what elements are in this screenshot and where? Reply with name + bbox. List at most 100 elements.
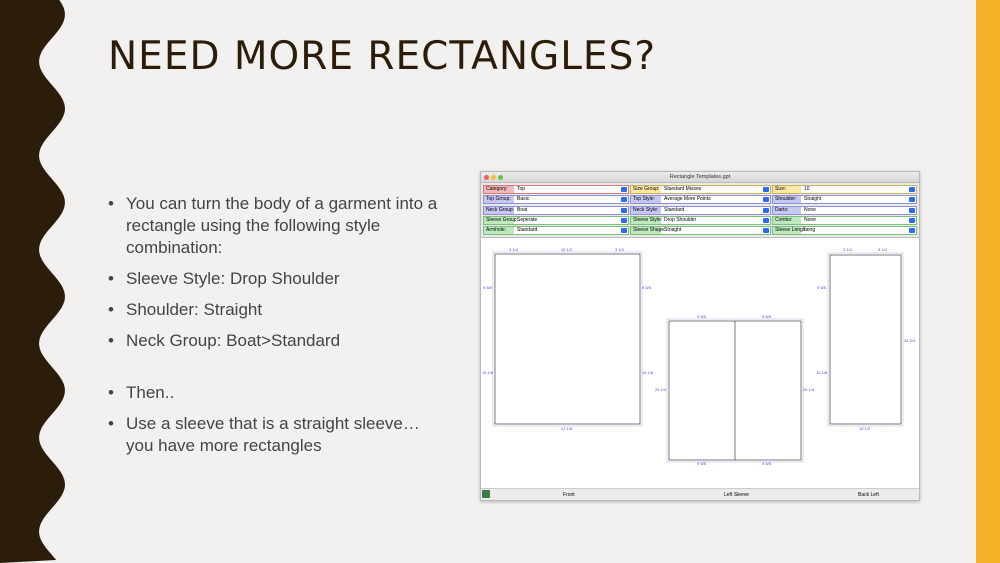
option-value: 10 (804, 186, 810, 192)
dim-label: 9 5/8 (697, 314, 707, 319)
bullet-item: Then.. (108, 382, 448, 404)
dim-label: 10 1/2 (561, 247, 573, 252)
dim-label: 9 5/8 (483, 285, 493, 290)
chevron-updown-icon[interactable] (909, 217, 915, 223)
dim-label: 3 1/4 (843, 247, 853, 252)
option-value: Top (517, 186, 526, 192)
dim-label: 3 1/4 (509, 247, 519, 252)
option-label: Sleeve Style: (631, 216, 663, 224)
dim-label: 15 1/8 (482, 370, 494, 375)
chevron-updown-icon[interactable] (909, 197, 915, 203)
window-titlebar: Rectangle Templates.gpt (481, 172, 919, 183)
dim-label: 3 1/4 (615, 247, 625, 252)
option-label: Shoulder: (773, 196, 801, 204)
option-select[interactable]: Shoulder:Straight (772, 195, 917, 205)
option-select[interactable]: Sleeve Shape:Straight (630, 226, 771, 236)
option-label: Combo: (773, 216, 801, 224)
option-value: Average More Points (664, 196, 711, 203)
option-label: Darts: (773, 206, 801, 214)
dim-label: 9 5/8 (642, 285, 652, 290)
option-value: Boat (517, 206, 528, 213)
option-select[interactable]: Sleeve Style:Drop Shoulder (630, 215, 771, 225)
option-select[interactable]: Top Group:Basic (483, 195, 629, 205)
bullet-item: Shoulder: Straight (108, 299, 448, 321)
option-value: Standard (664, 206, 685, 213)
bullet-item: Use a sleeve that is a straight sleeve… … (108, 413, 448, 457)
chevron-updown-icon[interactable] (763, 228, 769, 234)
chevron-updown-icon[interactable] (621, 197, 627, 203)
chevron-updown-icon[interactable] (621, 228, 627, 234)
option-value: Standard (517, 227, 538, 234)
dim-label: 20 1/4 (803, 387, 815, 392)
status-icon (482, 490, 490, 498)
chevron-updown-icon[interactable] (763, 187, 769, 192)
option-select[interactable]: Neck Group:Boat (483, 205, 629, 215)
pattern-canvas: 3 1/4 10 1/2 3 1/4 9 5/8 9 5/8 15 1/8 15… (482, 247, 916, 466)
option-select[interactable]: Armhole:Standard (483, 226, 629, 236)
sleeve-outline (666, 318, 804, 463)
option-select[interactable]: Sleeve Length:Long (772, 226, 917, 236)
chevron-updown-icon[interactable] (909, 228, 915, 234)
option-value: Straight (804, 196, 822, 203)
option-value: None (804, 216, 816, 223)
option-label: Armhole: (484, 227, 514, 235)
tab-left-sleeve[interactable]: Left Sleeve (724, 492, 750, 498)
chevron-updown-icon[interactable] (909, 187, 915, 192)
close-button[interactable] (484, 174, 489, 180)
tab-back-left[interactable]: Back Left (858, 492, 879, 498)
dim-label: 3 1/4 (878, 247, 888, 252)
bullet-list: You can turn the body of a garment into … (108, 193, 448, 466)
chevron-updown-icon[interactable] (621, 207, 627, 213)
option-label: Top Group: (484, 196, 514, 204)
option-label: Sleeve Shape: (631, 227, 666, 235)
option-select[interactable]: Darts:None (772, 205, 917, 215)
option-value: Long (804, 227, 816, 234)
option-value: Basic (517, 196, 530, 203)
chevron-updown-icon[interactable] (763, 197, 769, 203)
front-piece (494, 253, 641, 425)
option-select[interactable]: Size:10 (772, 185, 917, 194)
back-outline (827, 252, 904, 427)
dim-label: 21 1/8 (561, 426, 573, 431)
slide-title: NEED MORE RECTANGLES? (108, 34, 657, 79)
option-value: None (804, 206, 816, 213)
option-select[interactable]: Top Style:Average More Points (630, 195, 771, 205)
chevron-updown-icon[interactable] (909, 207, 915, 213)
option-value: Seperate (517, 216, 538, 223)
option-label: Category: (484, 186, 514, 193)
dim-label: 15 1/8 (816, 370, 828, 375)
back-piece (829, 254, 902, 425)
dim-label: 15 1/8 (642, 370, 654, 375)
option-label: Neck Group: (484, 206, 515, 214)
chevron-updown-icon[interactable] (621, 217, 627, 223)
dim-label: 9 5/8 (697, 461, 707, 466)
chevron-updown-icon[interactable] (763, 207, 769, 213)
option-value: Straight (664, 227, 682, 234)
option-select[interactable]: Combo:None (772, 215, 917, 225)
option-label: Neck Style: (631, 206, 661, 214)
option-select[interactable]: Category:Top (483, 185, 629, 194)
option-label: Sleeve Length: (773, 227, 809, 235)
bullet-item: Sleeve Style: Drop Shoulder (108, 268, 448, 290)
option-label: Size Group: (631, 186, 661, 193)
option-value: Drop Shoulder (664, 216, 697, 223)
dim-label: 20 1/4 (655, 387, 667, 392)
zoom-button[interactable] (498, 174, 503, 180)
option-select[interactable]: Neck Style:Standard (630, 205, 771, 215)
chevron-updown-icon[interactable] (763, 217, 769, 223)
option-label: Top Style: (631, 196, 661, 204)
dim-label: 10 1/2 (859, 426, 871, 431)
minimize-button[interactable] (491, 174, 496, 180)
front-outline (492, 251, 643, 427)
decorative-wave-band (0, 0, 65, 563)
tab-front[interactable]: Front (563, 492, 575, 498)
option-select[interactable]: Size Group:Standard Misses (630, 185, 771, 194)
chevron-updown-icon[interactable] (621, 187, 627, 192)
option-select[interactable]: Sleeve Group:Seperate (483, 215, 629, 225)
